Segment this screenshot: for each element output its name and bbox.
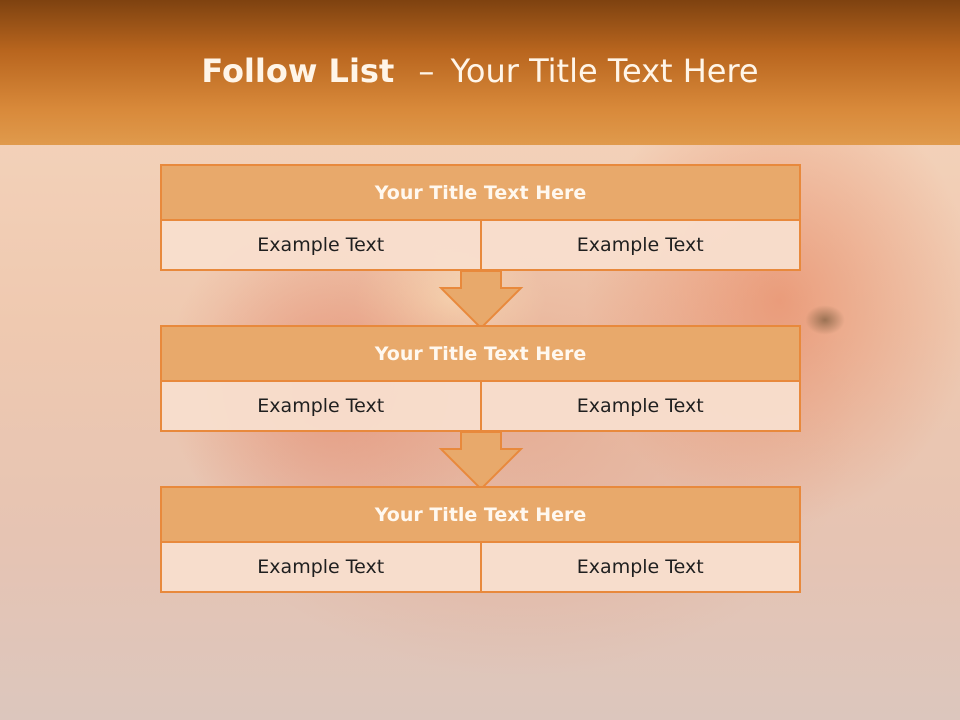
step-row: Example Text Example Text xyxy=(160,543,801,593)
title-separator: – xyxy=(418,52,435,90)
step-title: Your Title Text Here xyxy=(160,325,801,382)
step-box-1: Your Title Text Here Example Text Exampl… xyxy=(160,164,801,271)
step-cell-right: Example Text xyxy=(481,221,801,271)
step-cell-left: Example Text xyxy=(160,382,482,432)
apple-stem-decoration xyxy=(805,305,845,335)
step-cell-left: Example Text xyxy=(160,221,482,271)
step-cell-right: Example Text xyxy=(481,382,801,432)
step-title: Your Title Text Here xyxy=(160,486,801,543)
step-row: Example Text Example Text xyxy=(160,221,801,271)
header-band xyxy=(0,0,960,145)
step-cell-left: Example Text xyxy=(160,543,482,593)
step-cell-right: Example Text xyxy=(481,543,801,593)
down-arrow-icon xyxy=(438,431,524,491)
step-title: Your Title Text Here xyxy=(160,164,801,221)
step-row: Example Text Example Text xyxy=(160,382,801,432)
step-box-2: Your Title Text Here Example Text Exampl… xyxy=(160,325,801,432)
down-arrow-icon xyxy=(438,270,524,330)
slide-title: Follow List – Your Title Text Here xyxy=(0,52,960,90)
step-box-3: Your Title Text Here Example Text Exampl… xyxy=(160,486,801,593)
title-bold-part: Follow List xyxy=(201,52,395,90)
title-rest-part: Your Title Text Here xyxy=(450,52,759,90)
